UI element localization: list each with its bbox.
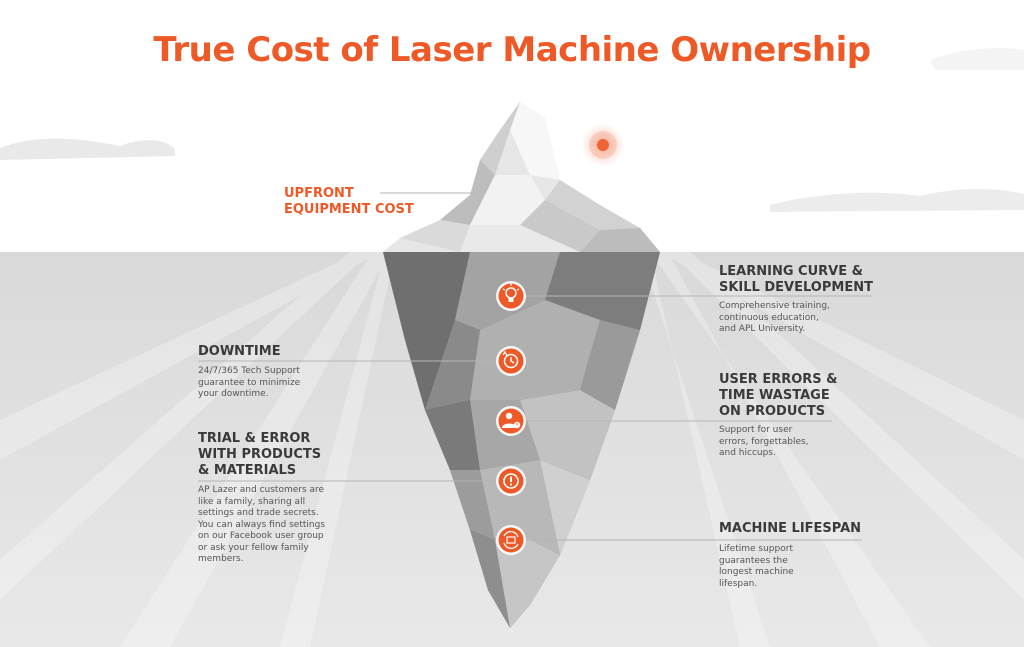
clock-refresh-icon: [496, 346, 526, 376]
connector-lines: [198, 192, 872, 541]
downtime-title: DOWNTIME: [198, 344, 281, 359]
lightbulb-brain-icon: [496, 281, 526, 311]
sun: [581, 123, 625, 167]
light-rays: [0, 252, 1024, 647]
exclamation-icon: [496, 466, 526, 496]
clouds: [0, 48, 1024, 212]
trial-error-text: AP Lazer and customers are like a family…: [198, 485, 326, 564]
trial-error-title: TRIAL & ERROR WITH PRODUCTS & MATERIALS: [198, 431, 322, 478]
machine-refresh-icon: [496, 525, 526, 555]
page-title: True Cost of Laser Machine Ownership: [153, 30, 871, 70]
user-errors-text: Support for user errors, forgettables, a…: [719, 425, 809, 458]
user-alert-icon: [496, 406, 526, 436]
upfront-cost-title: UPFRONT EQUIPMENT COST: [284, 186, 414, 217]
user-errors-title: USER ERRORS & TIME WASTAGE ON PRODUCTS: [719, 372, 838, 419]
iceberg-tip: [383, 102, 660, 252]
machine-lifespan-title: MACHINE LIFESPAN: [719, 521, 862, 536]
learning-curve-title: LEARNING CURVE & SKILL DEVELOPMENT: [719, 264, 873, 295]
learning-curve-text: Comprehensive training, continuous educa…: [719, 301, 830, 334]
downtime-text: 24/7/365 Tech Support guarantee to minim…: [198, 366, 301, 399]
machine-lifespan-text: Lifetime support guarantees the longest …: [719, 544, 794, 589]
